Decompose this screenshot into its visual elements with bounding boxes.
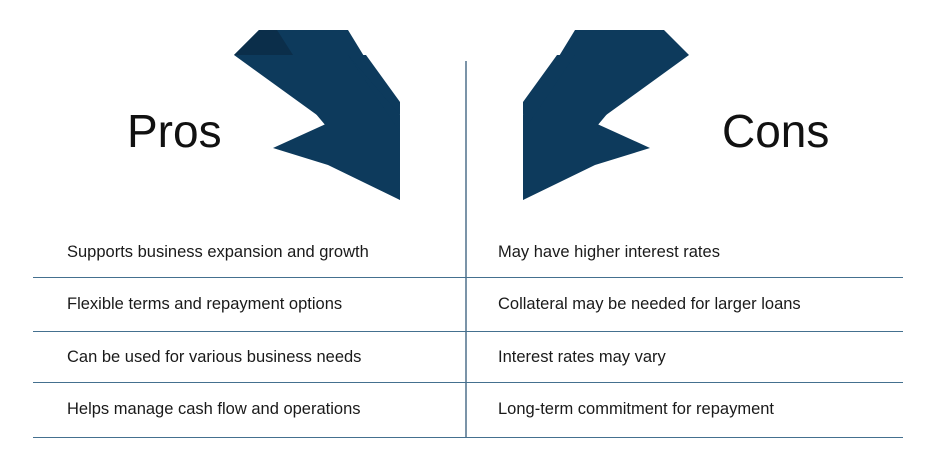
vertical-divider bbox=[465, 61, 467, 438]
cons-item: Interest rates may vary bbox=[498, 348, 666, 366]
cons-item: Collateral may be needed for larger loan… bbox=[498, 295, 801, 313]
pros-item: Flexible terms and repayment options bbox=[67, 295, 343, 313]
row-divider bbox=[33, 331, 903, 332]
cons-item: May have higher interest rates bbox=[498, 243, 720, 261]
row-divider bbox=[33, 277, 903, 278]
heading-pros: Pros bbox=[127, 105, 222, 157]
pros-item: Supports business expansion and growth bbox=[67, 243, 369, 261]
heading-cons: Cons bbox=[722, 105, 830, 157]
arrow-down-left-icon bbox=[523, 22, 691, 200]
cons-item: Long-term commitment for repayment bbox=[498, 400, 775, 418]
pros-item: Helps manage cash flow and operations bbox=[67, 400, 361, 418]
row-divider bbox=[33, 382, 903, 383]
pros-item: Can be used for various business needs bbox=[67, 348, 362, 366]
row-divider bbox=[33, 437, 903, 438]
arrow-down-right-icon bbox=[232, 22, 400, 200]
